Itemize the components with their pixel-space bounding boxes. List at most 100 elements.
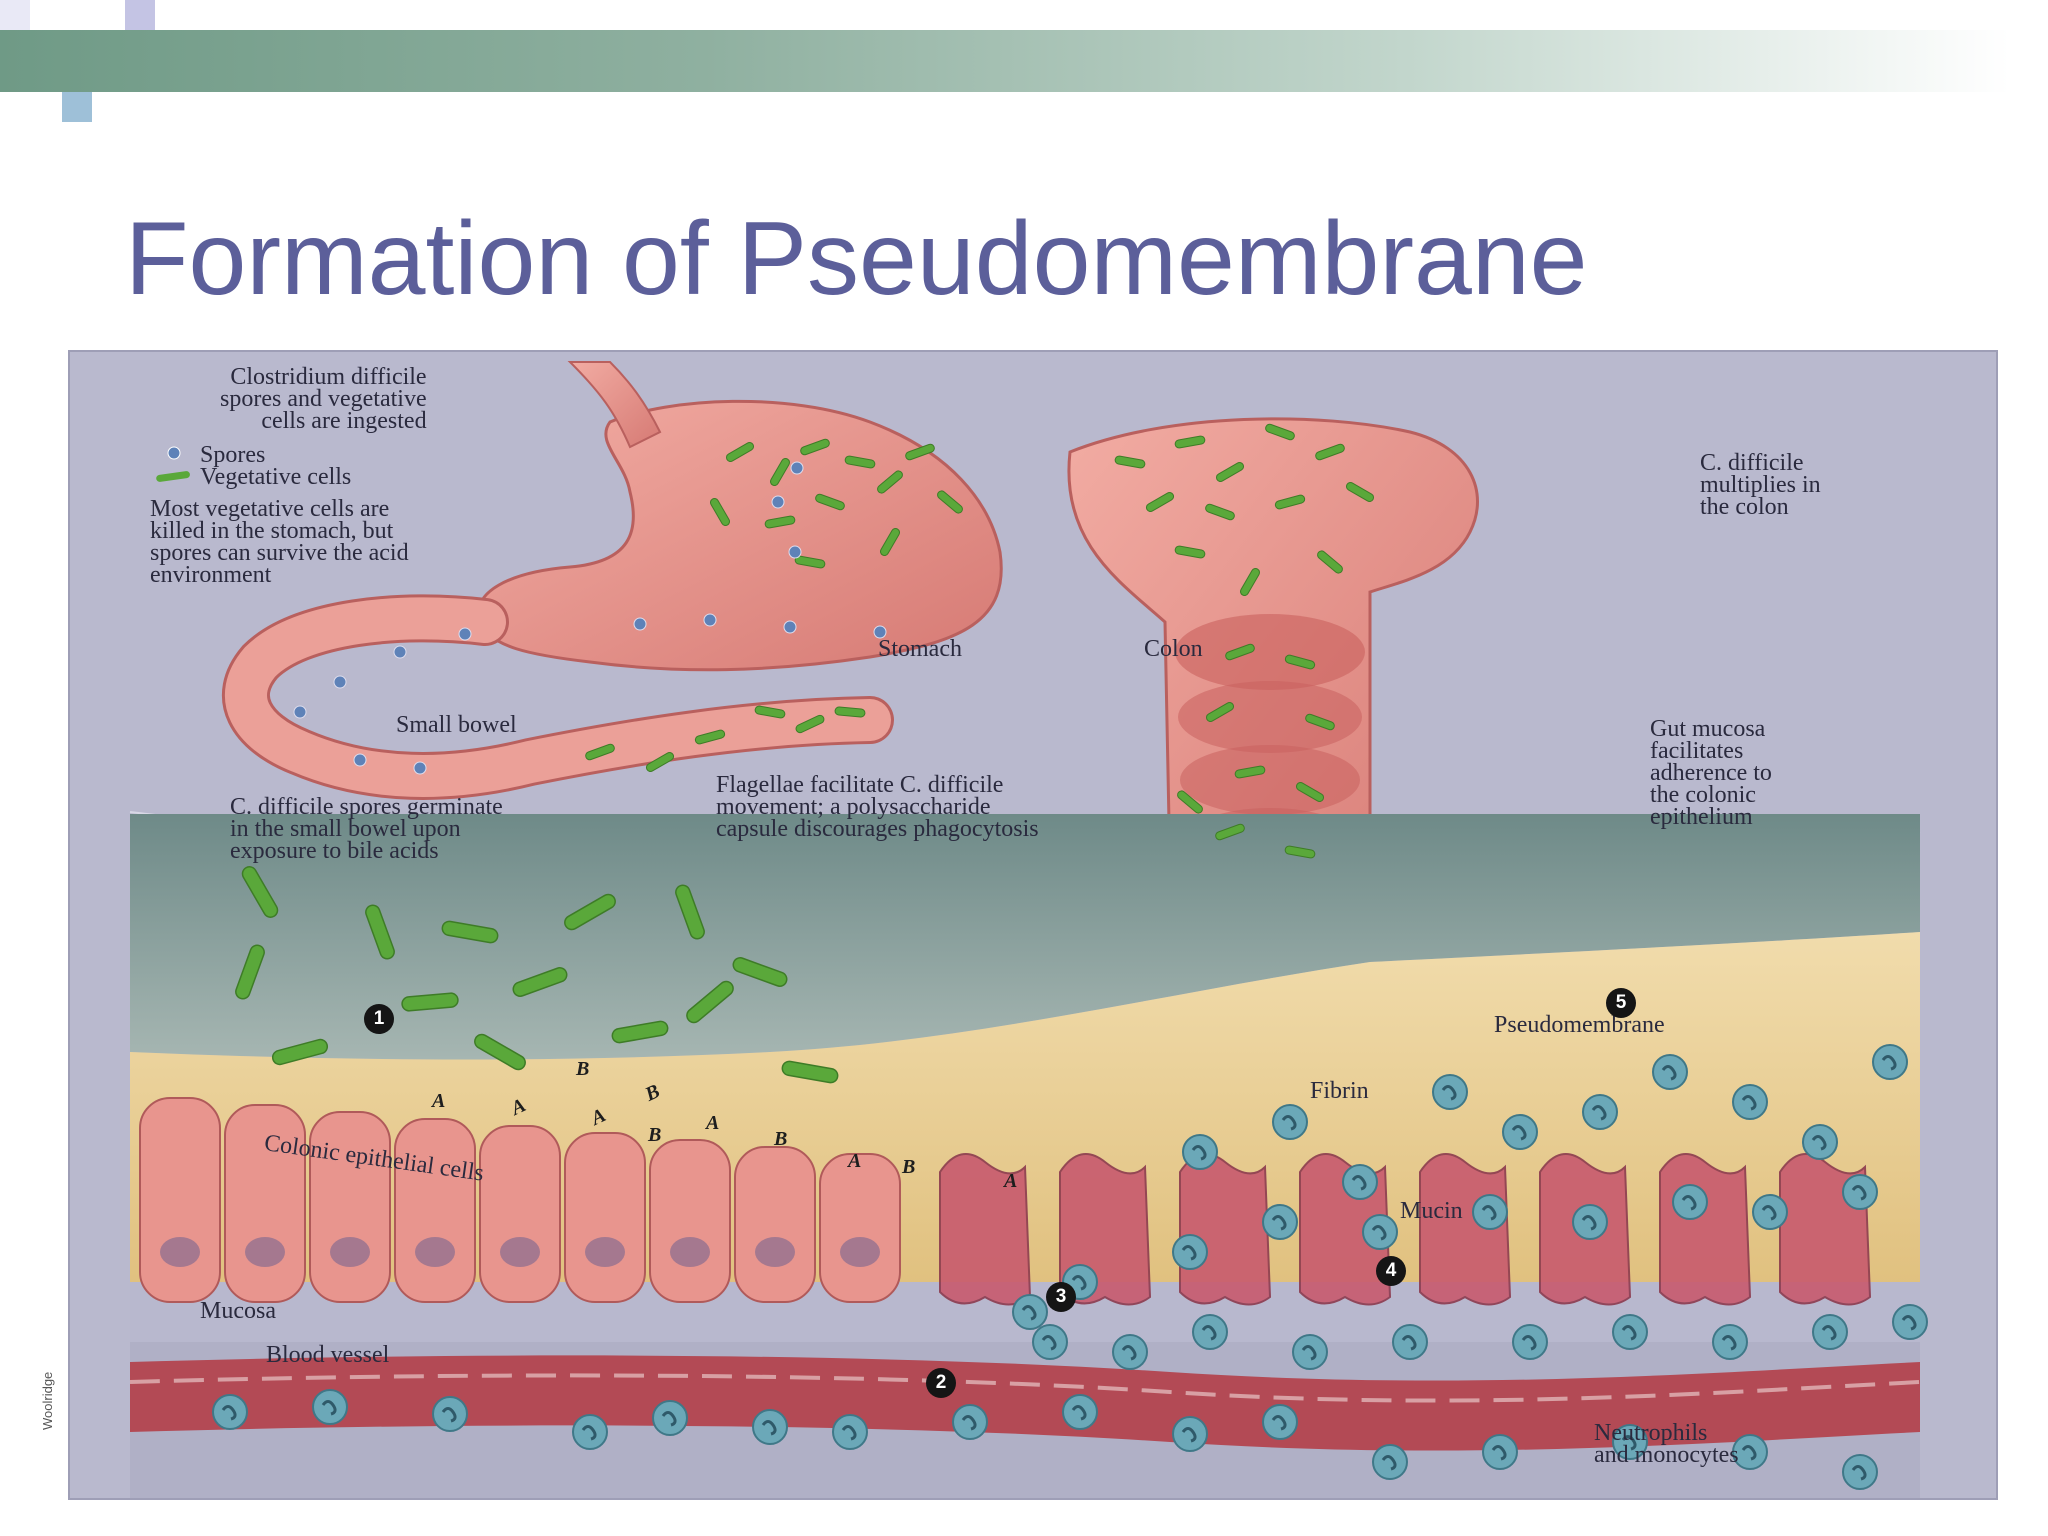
immune-cell	[1172, 1416, 1208, 1452]
toxin-label: B	[648, 1124, 662, 1146]
immune-cell	[1502, 1114, 1538, 1150]
cell-nucleus	[755, 1237, 795, 1267]
toxin-label: B	[774, 1128, 788, 1150]
step-badge-4: 4	[1376, 1256, 1406, 1286]
label-small-bowel: Small bowel	[396, 712, 517, 738]
vegetative-cell	[800, 438, 830, 456]
vegetative-cell	[754, 705, 786, 719]
immune-cell	[1172, 1234, 1208, 1270]
immune-cell	[1192, 1314, 1228, 1350]
vegetative-cell	[795, 714, 825, 734]
epithelial-cell	[224, 1104, 306, 1303]
illustration-artwork	[129, 361, 1928, 1498]
header-square-2	[125, 0, 155, 30]
immune-cell	[1842, 1454, 1878, 1490]
cell-nucleus-lobe	[1881, 1055, 1897, 1071]
damaged-cell	[1659, 1153, 1752, 1306]
vegetative-cell	[1315, 443, 1345, 461]
spore	[783, 620, 797, 634]
vegetative-cell-large	[235, 944, 265, 1000]
vegetative-cell	[1174, 545, 1206, 559]
cell-nucleus-lobe	[1381, 1455, 1397, 1471]
toxin-label: B	[902, 1156, 916, 1178]
immune-cells	[212, 1044, 1928, 1490]
vegetative-cell-large	[732, 957, 788, 987]
vegetative-cell-large	[611, 1020, 669, 1044]
vegetative-cell	[585, 743, 615, 761]
cell-nucleus	[500, 1237, 540, 1267]
immune-cell	[952, 1404, 988, 1440]
illustration-credit: Woolridge	[40, 1371, 55, 1430]
spores	[167, 446, 887, 775]
vegetative-cell	[815, 493, 845, 511]
immune-cell	[1482, 1434, 1518, 1470]
cell-nucleus-lobe	[1271, 1415, 1287, 1431]
spore	[790, 461, 804, 475]
header-gradient-bar	[0, 30, 2010, 92]
immune-cell	[1752, 1194, 1788, 1230]
cell-nucleus-lobe	[1741, 1095, 1757, 1111]
cell-nucleus-lobe	[1591, 1105, 1607, 1121]
cell-nucleus-lobe	[1851, 1185, 1867, 1201]
vegetative-cell	[937, 490, 963, 514]
vegetative-cell	[1240, 567, 1260, 597]
immune-cell	[832, 1414, 868, 1450]
label-ingested: Clostridium difficile spores and vegetat…	[220, 364, 427, 434]
epithelial-cell	[139, 1097, 221, 1303]
label-blood-vessel: Blood vessel	[266, 1342, 390, 1368]
cell-nucleus-lobe	[1121, 1345, 1137, 1361]
epithelial-cell	[394, 1118, 476, 1303]
cell-nucleus-lobe	[321, 1400, 337, 1416]
epithelial-cell	[564, 1132, 646, 1303]
label-legend-vegetative: Vegetative cells	[200, 464, 352, 490]
vegetative-cells	[156, 423, 1375, 1084]
vegetative-cell-large	[675, 884, 705, 940]
colonic-epithelial-cells	[139, 1097, 901, 1303]
immune-cell	[1032, 1324, 1068, 1360]
cell-nucleus-lobe	[1401, 1335, 1417, 1351]
vegetative-cell	[725, 442, 755, 462]
cell-nucleus-lobe	[1621, 1435, 1637, 1451]
step-badge-2: 2	[926, 1368, 956, 1398]
immune-cell	[1512, 1324, 1548, 1360]
vegetative-cell-large	[401, 992, 459, 1012]
cell-nucleus-lobe	[581, 1425, 597, 1441]
stomach-shape	[477, 399, 1003, 672]
spore	[293, 705, 307, 719]
step-badge-1: 1	[364, 1004, 394, 1034]
toxin-label: B	[576, 1058, 590, 1080]
cell-nucleus-lobe	[1301, 1345, 1317, 1361]
label-multiplies: C. difficile multiplies in the colon	[1700, 450, 1821, 520]
immune-cell	[1612, 1424, 1648, 1460]
immune-cell	[432, 1396, 468, 1432]
label-mucin: Mucin	[1400, 1198, 1463, 1224]
immune-cell	[1732, 1434, 1768, 1470]
label-gut-mucosa: Gut mucosa facilitates adherence to the …	[1650, 716, 1772, 830]
vegetative-cell	[877, 470, 903, 494]
vegetative-cell	[1295, 782, 1325, 802]
vegetative-cell	[794, 555, 826, 569]
immune-cell	[1872, 1044, 1908, 1080]
cell-nucleus-lobe	[661, 1411, 677, 1427]
cell-nucleus-lobe	[1761, 1205, 1777, 1221]
immune-cell	[1432, 1074, 1468, 1110]
vegetative-cell	[1114, 455, 1146, 469]
esophagus-shape	[567, 361, 662, 449]
cell-nucleus-lobe	[1071, 1405, 1087, 1421]
cell-nucleus	[840, 1237, 880, 1267]
vegetative-cell-large	[271, 1038, 329, 1066]
spore	[771, 495, 785, 509]
label-neutrophils: Neutrophils and monocytes	[1594, 1420, 1739, 1468]
cell-nucleus-lobe	[1191, 1145, 1207, 1161]
cell-nucleus-lobe	[1721, 1335, 1737, 1351]
cell-nucleus-lobe	[1351, 1175, 1367, 1191]
lumen	[130, 814, 1920, 1060]
immune-cell	[1392, 1324, 1428, 1360]
damaged-cell	[1419, 1153, 1512, 1306]
cell-nucleus-lobe	[1481, 1205, 1497, 1221]
cell-nucleus-lobe	[1581, 1215, 1597, 1231]
immune-cell	[1472, 1194, 1508, 1230]
vegetative-cell-large	[441, 920, 499, 944]
damaged-cell	[1179, 1153, 1272, 1306]
immune-cell	[1892, 1304, 1928, 1340]
